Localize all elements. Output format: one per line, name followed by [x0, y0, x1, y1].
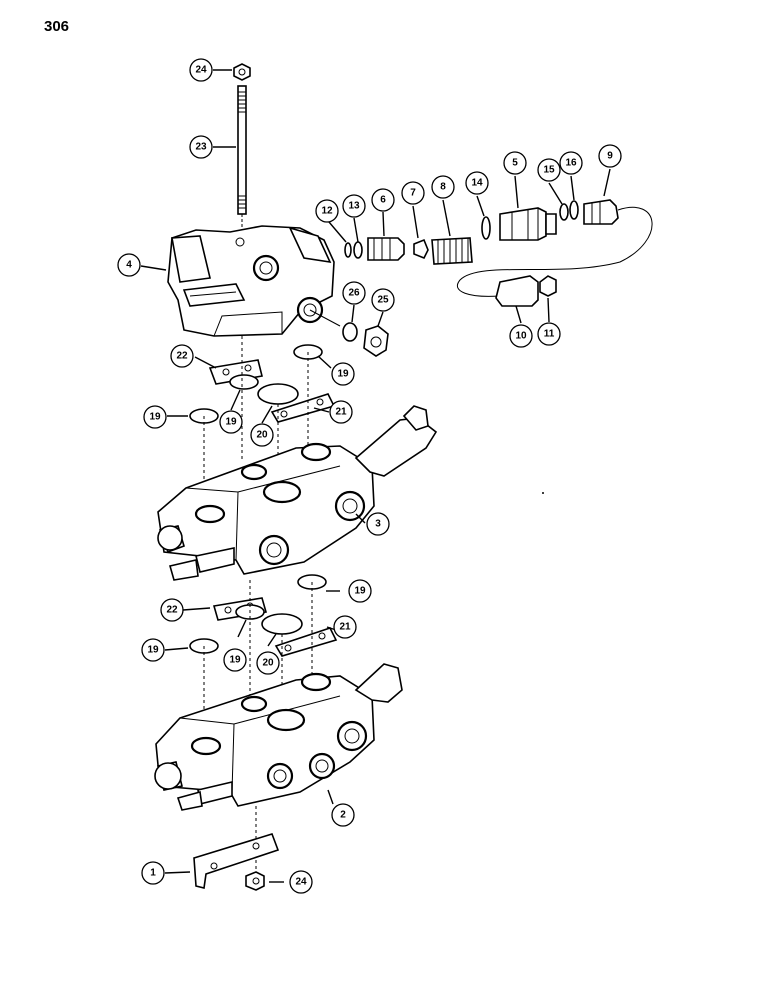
end-housing [167, 225, 335, 337]
callout-19-lower-right: 19 [348, 579, 372, 603]
svg-text:2: 2 [340, 810, 346, 821]
svg-text:19: 19 [337, 369, 349, 380]
plug-and-oring [309, 309, 389, 357]
callout-16: 16 [559, 151, 583, 175]
callout-20-upper: 20 [250, 423, 274, 447]
callout-5: 5 [503, 151, 527, 175]
svg-text:19: 19 [225, 417, 237, 428]
callout-7: 7 [401, 181, 425, 205]
svg-text:19: 19 [354, 586, 366, 597]
callout-21-lower: 21 [333, 615, 357, 639]
svg-text:21: 21 [335, 407, 347, 418]
callout-8: 8 [431, 175, 455, 199]
callout-24-top: 24 [189, 58, 213, 82]
svg-text:26: 26 [348, 288, 360, 299]
callout-19-upper-right: 19 [331, 362, 355, 386]
svg-text:19: 19 [149, 412, 161, 423]
callout-10: 10 [509, 324, 533, 348]
stray-dot [542, 492, 544, 494]
svg-text:16: 16 [565, 158, 577, 169]
callout-14: 14 [465, 171, 489, 195]
upper-gasket-set [189, 336, 336, 510]
callout-25: 25 [371, 288, 395, 312]
svg-text:8: 8 [440, 182, 446, 193]
svg-text:13: 13 [348, 201, 360, 212]
svg-text:19: 19 [147, 645, 159, 656]
callout-1: 1 [141, 861, 165, 885]
svg-text:23: 23 [195, 142, 207, 153]
callout-19-lower-mid: 19 [223, 648, 247, 672]
callout-23: 23 [189, 135, 213, 159]
svg-text:6: 6 [380, 195, 386, 206]
relief-valve-parts [344, 199, 653, 297]
svg-text:24: 24 [195, 65, 207, 76]
svg-text:11: 11 [544, 329, 555, 340]
svg-text:1: 1 [150, 868, 156, 879]
svg-text:10: 10 [515, 331, 527, 342]
svg-text:21: 21 [339, 622, 351, 633]
svg-text:14: 14 [471, 178, 483, 189]
callout-3: 3 [366, 512, 390, 536]
callout-21-upper: 21 [329, 400, 353, 424]
svg-text:4: 4 [126, 260, 132, 271]
middle-gasket-set [189, 574, 338, 740]
page-number: 306 [44, 18, 70, 35]
callout-12: 12 [315, 199, 339, 223]
callout-6: 6 [371, 188, 395, 212]
svg-text:22: 22 [166, 605, 178, 616]
control-section-2 [154, 663, 403, 811]
callout-20-lower: 20 [256, 651, 280, 675]
svg-text:3: 3 [375, 519, 381, 530]
callout-19-upper-mid: 19 [219, 410, 243, 434]
callout-9: 9 [598, 144, 622, 168]
callout-22-upper: 22 [170, 344, 194, 368]
leader-lines [140, 69, 611, 883]
svg-text:5: 5 [512, 158, 518, 169]
cap-and-nut [495, 275, 557, 307]
mounting-bracket [193, 806, 280, 889]
svg-text:20: 20 [256, 430, 268, 441]
callout-2: 2 [331, 803, 355, 827]
svg-text:7: 7 [410, 188, 416, 199]
svg-text:22: 22 [176, 351, 188, 362]
callout-4: 4 [117, 253, 141, 277]
callout-13: 13 [342, 194, 366, 218]
callout-22-lower: 22 [160, 598, 184, 622]
callout-19-lower-left: 19 [141, 638, 165, 662]
svg-text:9: 9 [607, 151, 613, 162]
svg-text:15: 15 [543, 165, 555, 176]
control-section-3 [157, 405, 438, 581]
svg-text:12: 12 [321, 206, 333, 217]
callout-11: 11 [537, 322, 561, 346]
svg-text:25: 25 [377, 295, 389, 306]
svg-text:20: 20 [262, 658, 274, 669]
callout-19-upper-left: 19 [143, 405, 167, 429]
callout-24-bottom: 24 [289, 870, 313, 894]
svg-text:19: 19 [229, 655, 241, 666]
svg-text:24: 24 [295, 877, 307, 888]
bottom-nut [245, 871, 265, 891]
top-nut [233, 63, 251, 81]
tie-rod [237, 85, 247, 236]
callout-15: 15 [537, 158, 561, 182]
callout-26: 26 [342, 281, 366, 305]
